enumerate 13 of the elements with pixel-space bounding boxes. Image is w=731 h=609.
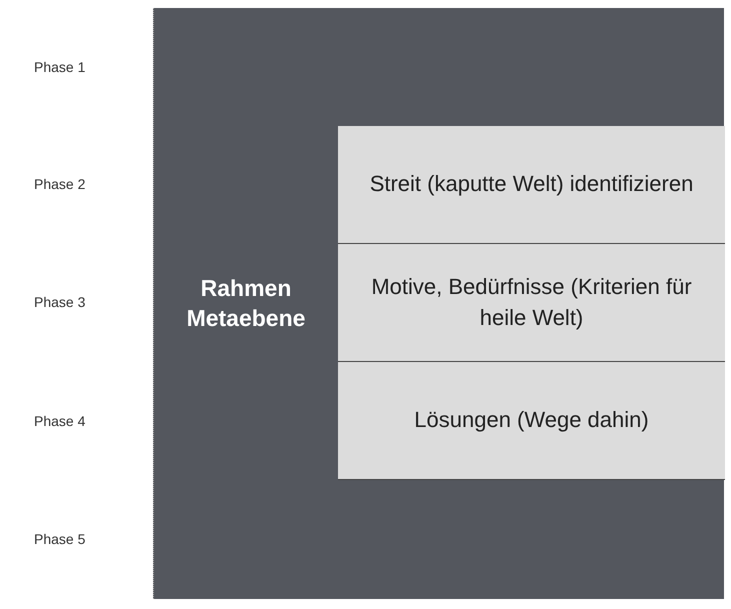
phase-text: Motive, Bedürfnisse (Kriterien für heile Welt) [370, 272, 693, 332]
phase-box [338, 362, 725, 480]
phase-label: Phase 3 [34, 295, 86, 309]
phase-label: Phase 2 [34, 177, 86, 191]
phase-box [338, 126, 725, 244]
frame-title: Rahmen Metaebene [186, 274, 306, 332]
phase-text: Lösungen (Wege dahin) [414, 406, 649, 434]
frame-panel [153, 8, 724, 599]
phase-label: Phase 1 [34, 60, 86, 74]
phase-box [338, 244, 725, 362]
phase-label: Phase 5 [34, 532, 86, 546]
phase-text: Streit (kaputte Welt) identifizieren [370, 170, 694, 198]
phase-label: Phase 4 [34, 414, 86, 428]
